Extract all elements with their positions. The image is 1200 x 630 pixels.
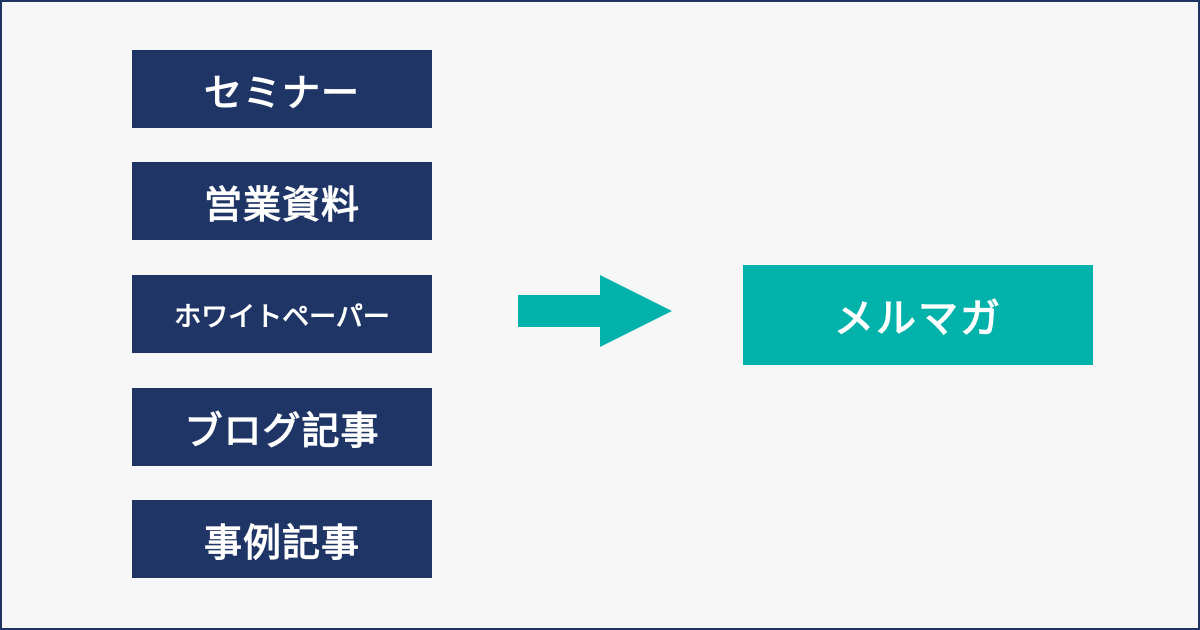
target-label-newsletter: メルマガ — [834, 296, 1002, 342]
arrow-shape — [518, 275, 672, 347]
source-label-seminar: セミナー — [203, 70, 360, 115]
source-label-case-study: 事例記事 — [203, 520, 360, 565]
target-box-newsletter: メルマガ — [743, 265, 1093, 365]
source-label-blog-article: ブログ記事 — [184, 408, 380, 453]
source-label-sales-material: 営業資料 — [203, 182, 360, 227]
right-arrow-icon — [518, 275, 672, 347]
source-label-whitepaper: ホワイトペーパー — [174, 301, 390, 333]
source-box-case-study: 事例記事 — [132, 500, 432, 578]
source-box-sales-material: 営業資料 — [132, 162, 432, 240]
source-box-seminar: セミナー — [132, 50, 432, 128]
source-box-blog-article: ブログ記事 — [132, 388, 432, 466]
source-box-whitepaper: ホワイトペーパー — [132, 275, 432, 353]
